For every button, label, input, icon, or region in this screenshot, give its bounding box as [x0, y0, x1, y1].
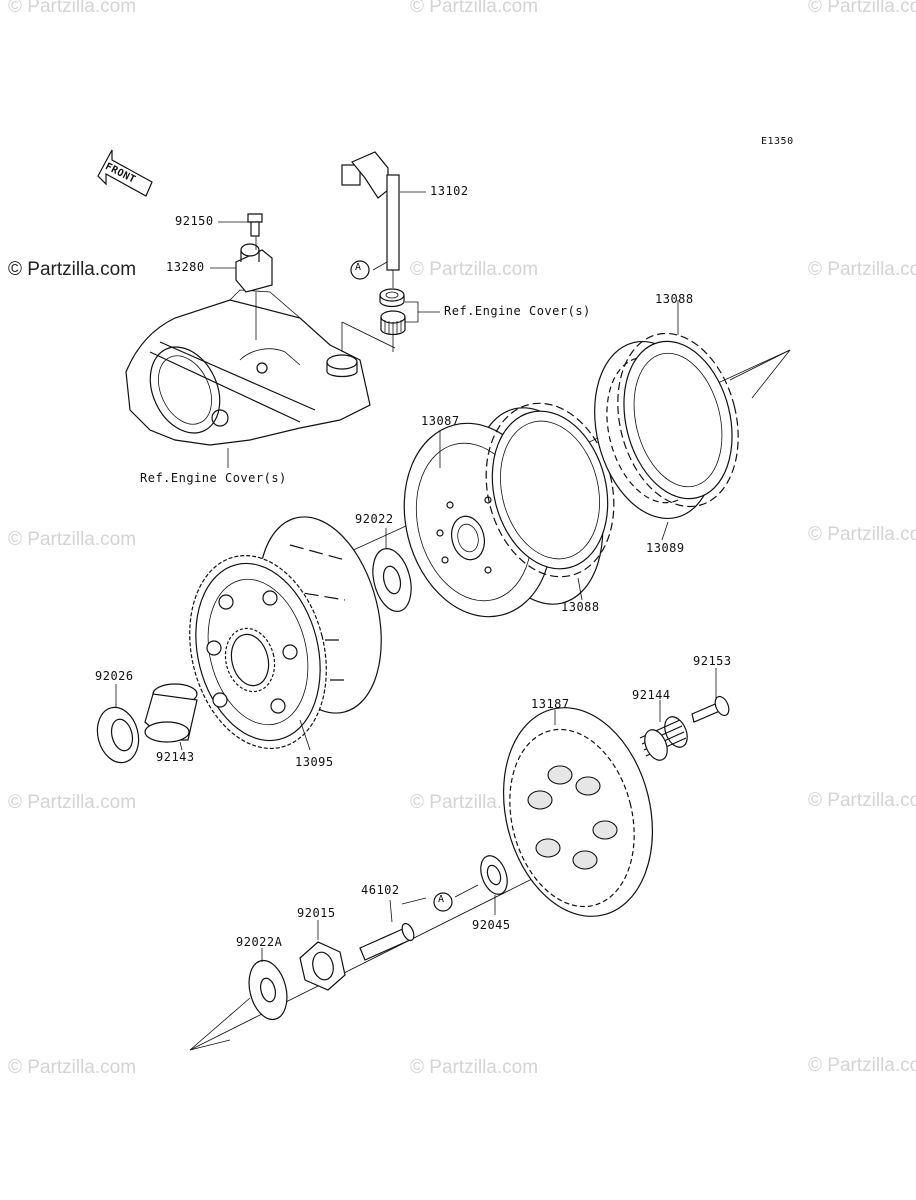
friction-plate-13088-upper — [617, 332, 739, 508]
watermark: © Partzilla.com — [808, 259, 916, 280]
watermark: © Partzilla.com — [808, 0, 916, 17]
part-label-92144: 92144 — [632, 688, 671, 702]
seal-ring — [379, 288, 405, 308]
part-label-92143: 92143 — [156, 750, 195, 764]
part-label-13095: 13095 — [295, 755, 334, 769]
needle-bearing — [380, 310, 406, 352]
sleeve-92143 — [144, 683, 198, 751]
arrow-tip-upper — [729, 349, 791, 399]
watermark: © Partzilla.com — [410, 259, 539, 280]
watermark: © Partzilla.com — [410, 0, 539, 17]
callout-a-top: A — [355, 262, 362, 273]
part-label-92022A: 92022A — [236, 935, 283, 949]
watermark-main: © Partzilla.com — [8, 259, 137, 280]
clutch-housing-13095 — [189, 516, 382, 751]
bolt-92153 — [691, 668, 730, 723]
part-label-13088-top: 13088 — [655, 292, 694, 306]
watermark: © Partzilla.com — [808, 1055, 916, 1076]
part-label-13280: 13280 — [166, 260, 205, 274]
part-label-92045: 92045 — [472, 918, 511, 932]
part-label-92150: 92150 — [175, 214, 214, 228]
arrow-tip-lower — [189, 997, 251, 1051]
part-label-46102: 46102 — [361, 883, 400, 897]
watermark: © Partzilla.com — [410, 1057, 539, 1078]
ref-engine-cover-top: Ref.Engine Cover(s) — [444, 304, 591, 318]
friction-plate-13088-lower — [485, 402, 615, 578]
watermark: © Partzilla.com — [808, 790, 916, 811]
part-label-92026: 92026 — [95, 669, 134, 683]
washer-92022 — [372, 548, 412, 612]
front-arrow-icon — [97, 149, 153, 197]
shaft-13102 — [341, 151, 400, 288]
diagram-code: E1350 — [761, 136, 794, 147]
nut-92015 — [299, 920, 346, 991]
watermark: © Partzilla.com — [8, 529, 137, 550]
callout-circle-icon — [350, 260, 453, 912]
part-label-13102: 13102 — [430, 184, 469, 198]
callout-a-bottom: A — [438, 894, 445, 905]
part-label-92022: 92022 — [355, 512, 394, 526]
pressure-plate-13187 — [502, 707, 654, 917]
spring-92144 — [639, 700, 688, 761]
push-rod-46102 — [359, 884, 479, 961]
part-label-92153: 92153 — [693, 654, 732, 668]
part-label-13089: 13089 — [646, 541, 685, 555]
engine-cover-drawing — [125, 289, 396, 446]
bolt-92150 — [247, 213, 263, 237]
watermark: © Partzilla.com — [808, 524, 916, 545]
washer-92026 — [96, 684, 140, 764]
ref-engine-cover-bottom: Ref.Engine Cover(s) — [140, 471, 287, 485]
bearing-92045 — [480, 855, 508, 915]
leader-lines — [210, 191, 679, 905]
part-label-13088-bottom: 13088 — [561, 600, 600, 614]
clamp-13280 — [235, 236, 273, 340]
watermark: © Partzilla.com — [8, 792, 137, 813]
part-label-13187: 13187 — [531, 697, 570, 711]
washer-92022A — [248, 948, 288, 1021]
watermark: © Partzilla.com — [8, 1057, 137, 1078]
watermark: © Partzilla.com — [8, 0, 137, 17]
part-label-92015: 92015 — [297, 906, 336, 920]
part-label-13087: 13087 — [421, 414, 460, 428]
